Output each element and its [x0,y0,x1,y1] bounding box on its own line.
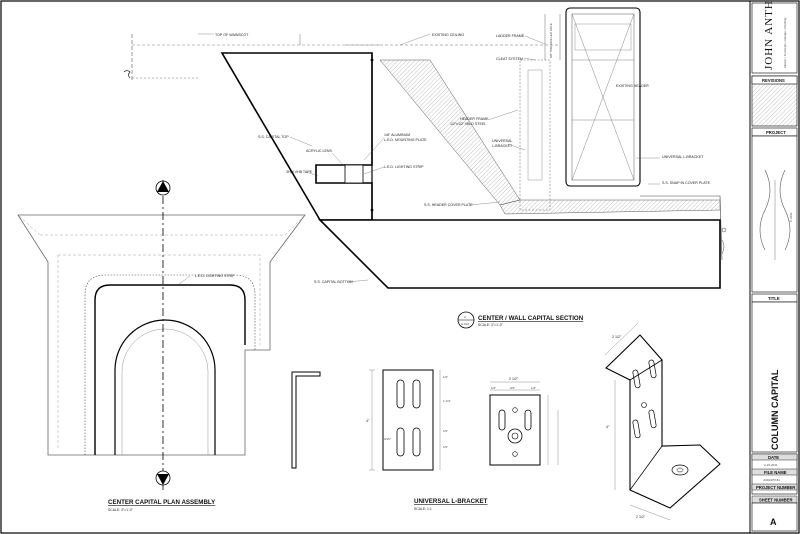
svg-text:ACRYLIC LENS: ACRYLIC LENS [306,149,333,153]
section-marker-bottom: A-102 [461,322,469,326]
svg-text:2 1/2": 2 1/2" [636,515,646,519]
svg-text:1/8" ALUMINUM: 1/8" ALUMINUM [384,133,410,137]
sheet-number-value: A [770,517,777,527]
project-label: PROJECT [766,130,786,135]
svg-text:1/2": 1/2" [443,375,448,379]
firm-name: JOHN ANTHONY [763,0,775,70]
svg-text:S.S. CAPITAL BOTTOM: S.S. CAPITAL BOTTOM [314,280,353,284]
copyright-text: © 2011 [789,212,793,222]
section-scale: SCALE: 3"=1'-0" [478,323,504,327]
bracket-plate-view: 2 1/2" 1/2" 3/4" 1/2" [489,377,559,466]
plan-scale: SCALE: 3"=1'-0" [108,508,134,512]
svg-text:UNIVERSAL L-BRACKET: UNIVERSAL L-BRACKET [662,155,704,159]
file-name-value: JCRAFTING [763,478,780,482]
bracket-scale: SCALE: 1:1 [414,507,432,511]
svg-text:4": 4" [366,419,370,423]
firm-tagline: Interior • Concepts • Design • Painting [783,17,787,68]
project-number-label: PROJECT NUMBER [756,485,795,490]
svg-text:CLEAT SYSTEM: CLEAT SYSTEM [496,57,523,61]
svg-text:2 1/2": 2 1/2" [509,377,519,381]
svg-text:L.E.D. MOUNTING PLATE: L.E.D. MOUNTING PLATE [384,138,427,142]
svg-text:1/2": 1/2" [531,386,536,390]
bracket-iso-view: 2 1/2" 4" 2 1/2" [604,322,721,521]
section-view [123,7,727,289]
plan-view: L.E.D. LIGHTING STRIP [17,180,306,490]
sheet-number-label: SHEET NUMBER [759,498,793,503]
sheet-title: COLUMN CAPITAL [770,369,780,450]
svg-text:1/2": 1/2" [491,386,496,390]
section-title: CENTER / WALL CAPITAL SECTION [478,315,584,322]
svg-text:S.S. SNAP IN COVER PLATE: S.S. SNAP IN COVER PLATE [662,181,711,185]
svg-text:EXISTING CEILING: EXISTING CEILING [432,33,464,37]
title-block: JOHN ANTHONY Interior • Concepts • Desig… [751,0,798,532]
svg-text:1/2": 1/2" [443,445,448,449]
plan-led-callout: L.E.D. LIGHTING STRIP [195,274,235,278]
svg-text:L-BRACKET: L-BRACKET [492,144,513,148]
svg-text:TOP OF WAINSCOT: TOP OF WAINSCOT [215,33,249,37]
svg-text:L.E.D. LIGHTING STRIP: L.E.D. LIGHTING STRIP [384,165,424,169]
date-label: DATE [768,455,779,460]
svg-text:LADDER FRAME: LADDER FRAME [496,34,525,38]
svg-text:2 1/2": 2 1/2" [612,335,622,339]
bracket-front-view: 4" 1/2" 1 1/4" 1/2" 1/2" 3/16" [366,369,451,471]
bracket-side-view [291,371,321,469]
bracket-title-block: UNIVERSAL L-BRACKET SCALE: 1:1 [414,498,488,511]
svg-text:3/4": 3/4" [510,386,515,390]
svg-text:4": 4" [606,425,610,429]
section-callouts: TOP OF WAINSCOT EXISTING CEILING LADDER … [198,23,711,284]
svg-text:1 1/4": 1 1/4" [443,399,451,403]
section-title-block: A A-102 CENTER / WALL CAPITAL SECTION SC… [457,311,584,329]
svg-text:S.S. HEADER COVER PLATE: S.S. HEADER COVER PLATE [424,203,473,207]
svg-text:3/16": 3/16" [384,437,391,441]
svg-text:S.S. CAPITAL TOP: S.S. CAPITAL TOP [258,135,289,139]
file-name-label: FILE NAME [764,470,787,475]
svg-text:5/8" PRE-DRILLED HOLE: 5/8" PRE-DRILLED HOLE [549,23,553,58]
svg-text:HEADER FRAME: HEADER FRAME [460,117,489,121]
svg-text:1/2": 1/2" [443,429,448,433]
date-value: 2-15-2011 [764,463,778,467]
title-label: TITLE [768,296,780,301]
svg-text:3HM VHB TAPE: 3HM VHB TAPE [286,170,313,174]
plan-title-block: CENTER CAPITAL PLAN ASSEMBLY SCALE: 3"=1… [108,499,216,512]
svg-text:UNIVERSAL: UNIVERSAL [492,139,512,143]
svg-text:1/2"x1/2" MILD STEEL: 1/2"x1/2" MILD STEEL [450,122,486,126]
plan-title: CENTER CAPITAL PLAN ASSEMBLY [108,499,216,506]
bracket-title: UNIVERSAL L-BRACKET [414,498,488,505]
section-marker-top: A [464,315,466,319]
revisions-label: REVISIONS [762,78,785,83]
svg-text:EXISTING HEADER: EXISTING HEADER [616,84,649,88]
